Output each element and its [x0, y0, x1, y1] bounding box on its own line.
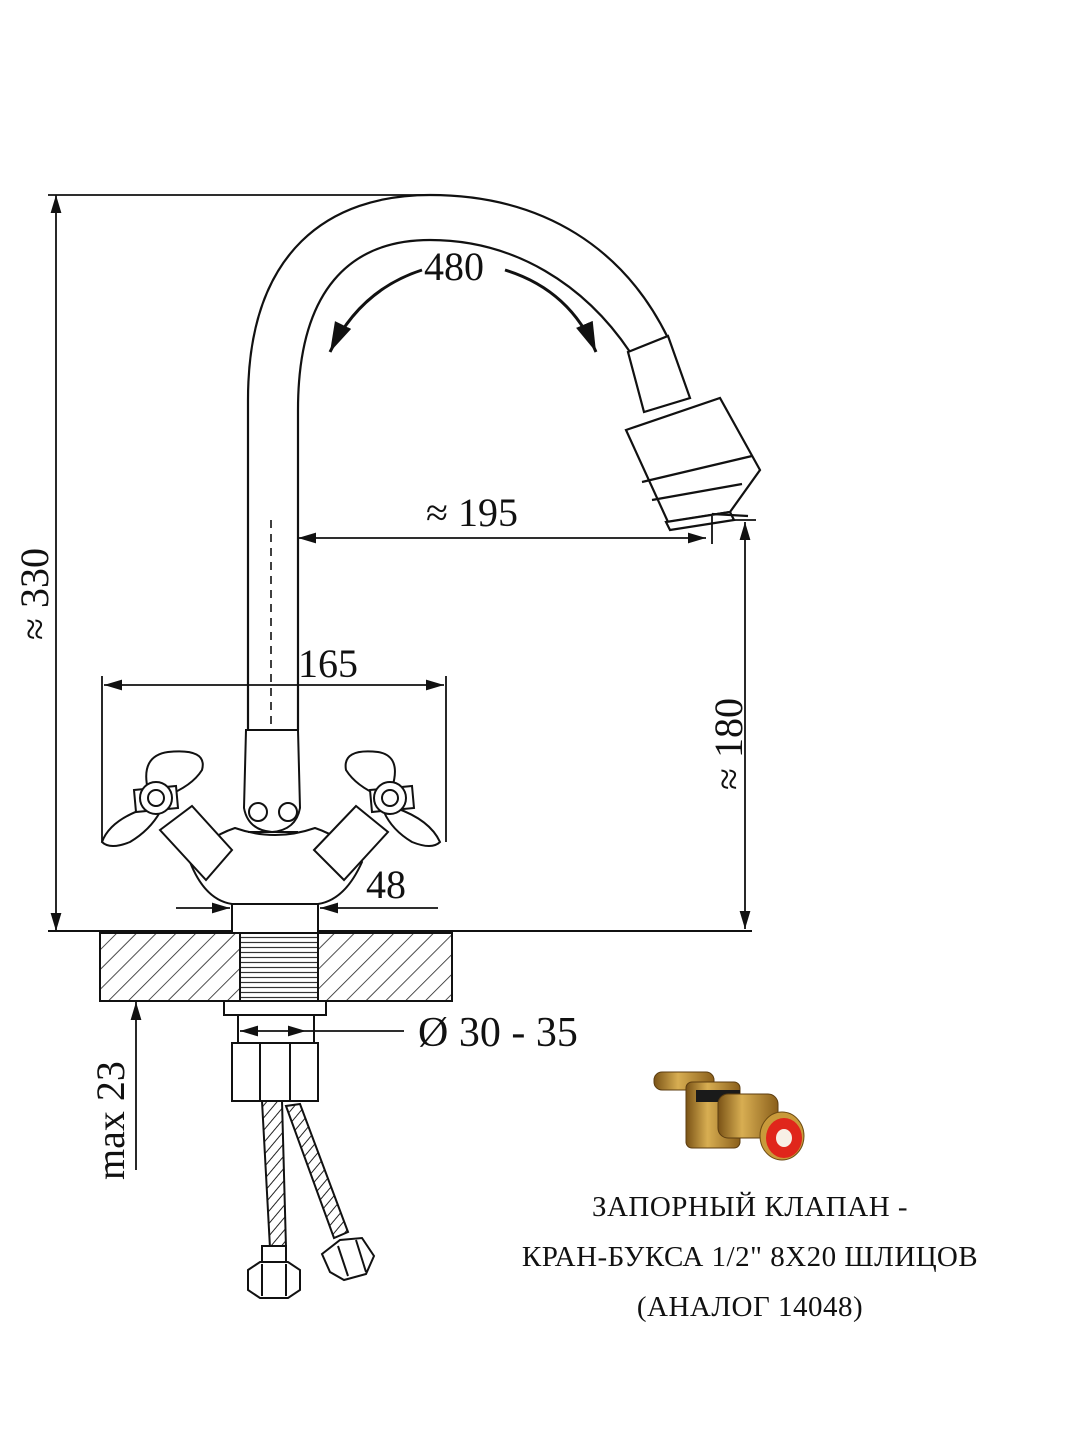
threaded-shank: [223, 932, 327, 1102]
cartridge-caption: ЗАПОРНЫЙ КЛАПАН - КРАН-БУКСА 1/2" 8Х20 Ш…: [440, 1182, 1060, 1332]
dim-counter-thickness-label: max 23: [88, 1061, 133, 1180]
left-handle: [100, 750, 204, 847]
swivel-arc: [328, 268, 598, 353]
cartridge-illustration: [653, 1071, 805, 1161]
caption-line-2: КРАН-БУКСА 1/2" 8Х20 ШЛИЦОВ: [521, 1241, 979, 1273]
dim-height-total-label: ≈ 330: [12, 548, 57, 640]
dim-handle-span-label: 165: [298, 641, 358, 686]
supply-hoses: [247, 1100, 376, 1299]
right-handle: [344, 750, 442, 847]
caption-line-1: ЗАПОРНЫЙ КЛАПАН -: [591, 1191, 909, 1223]
dim-spout-height-label: ≈ 180: [706, 698, 751, 790]
spray-head: [624, 334, 762, 532]
dim-hole-diameter-label: Ø 30 - 35: [418, 1010, 578, 1056]
faucet-body: [158, 729, 390, 934]
caption-line-3: (АНАЛОГ 14048): [636, 1291, 864, 1323]
dim-reach-label: ≈ 195: [426, 490, 518, 535]
spout: [246, 193, 669, 730]
dim-base-diameter-label: 48: [366, 862, 406, 907]
dimension-lines: [48, 194, 756, 1170]
countertop: [99, 932, 453, 1002]
dim-swivel-angle-label: 480: [424, 244, 484, 289]
